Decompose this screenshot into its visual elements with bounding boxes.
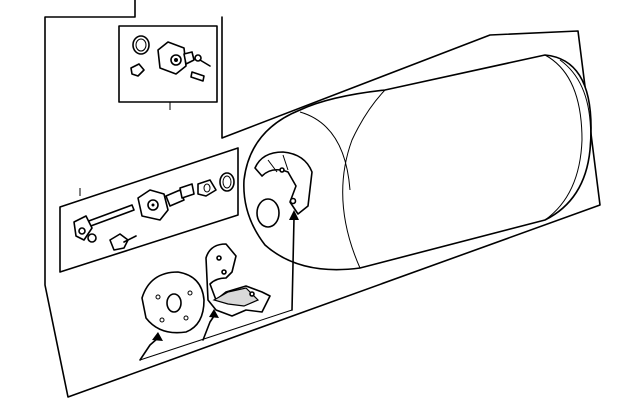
tank-port-hole xyxy=(256,198,280,228)
panel-base-lines xyxy=(139,309,293,361)
fitting-valve xyxy=(137,183,195,221)
tank-port-guard xyxy=(254,151,313,215)
fuel-tank xyxy=(243,54,592,271)
mounting-plate xyxy=(141,271,205,334)
tank-bracket xyxy=(205,243,271,317)
valve-body xyxy=(157,41,195,75)
bolt-small xyxy=(194,54,211,67)
valve-kit-box xyxy=(118,25,218,110)
arrow-mounting-plate xyxy=(139,332,163,361)
fitting-box xyxy=(59,147,239,273)
fuel-rod xyxy=(73,204,135,243)
o-ring xyxy=(132,35,150,55)
fitting-o-ring xyxy=(219,172,235,192)
arrow-tank-guard xyxy=(289,210,299,311)
arrow-bracket xyxy=(202,309,219,341)
backing-panel xyxy=(44,0,601,398)
plug xyxy=(130,63,145,77)
fitting-bolt xyxy=(109,233,137,251)
pin xyxy=(190,71,205,82)
fitting-nut xyxy=(197,179,217,197)
